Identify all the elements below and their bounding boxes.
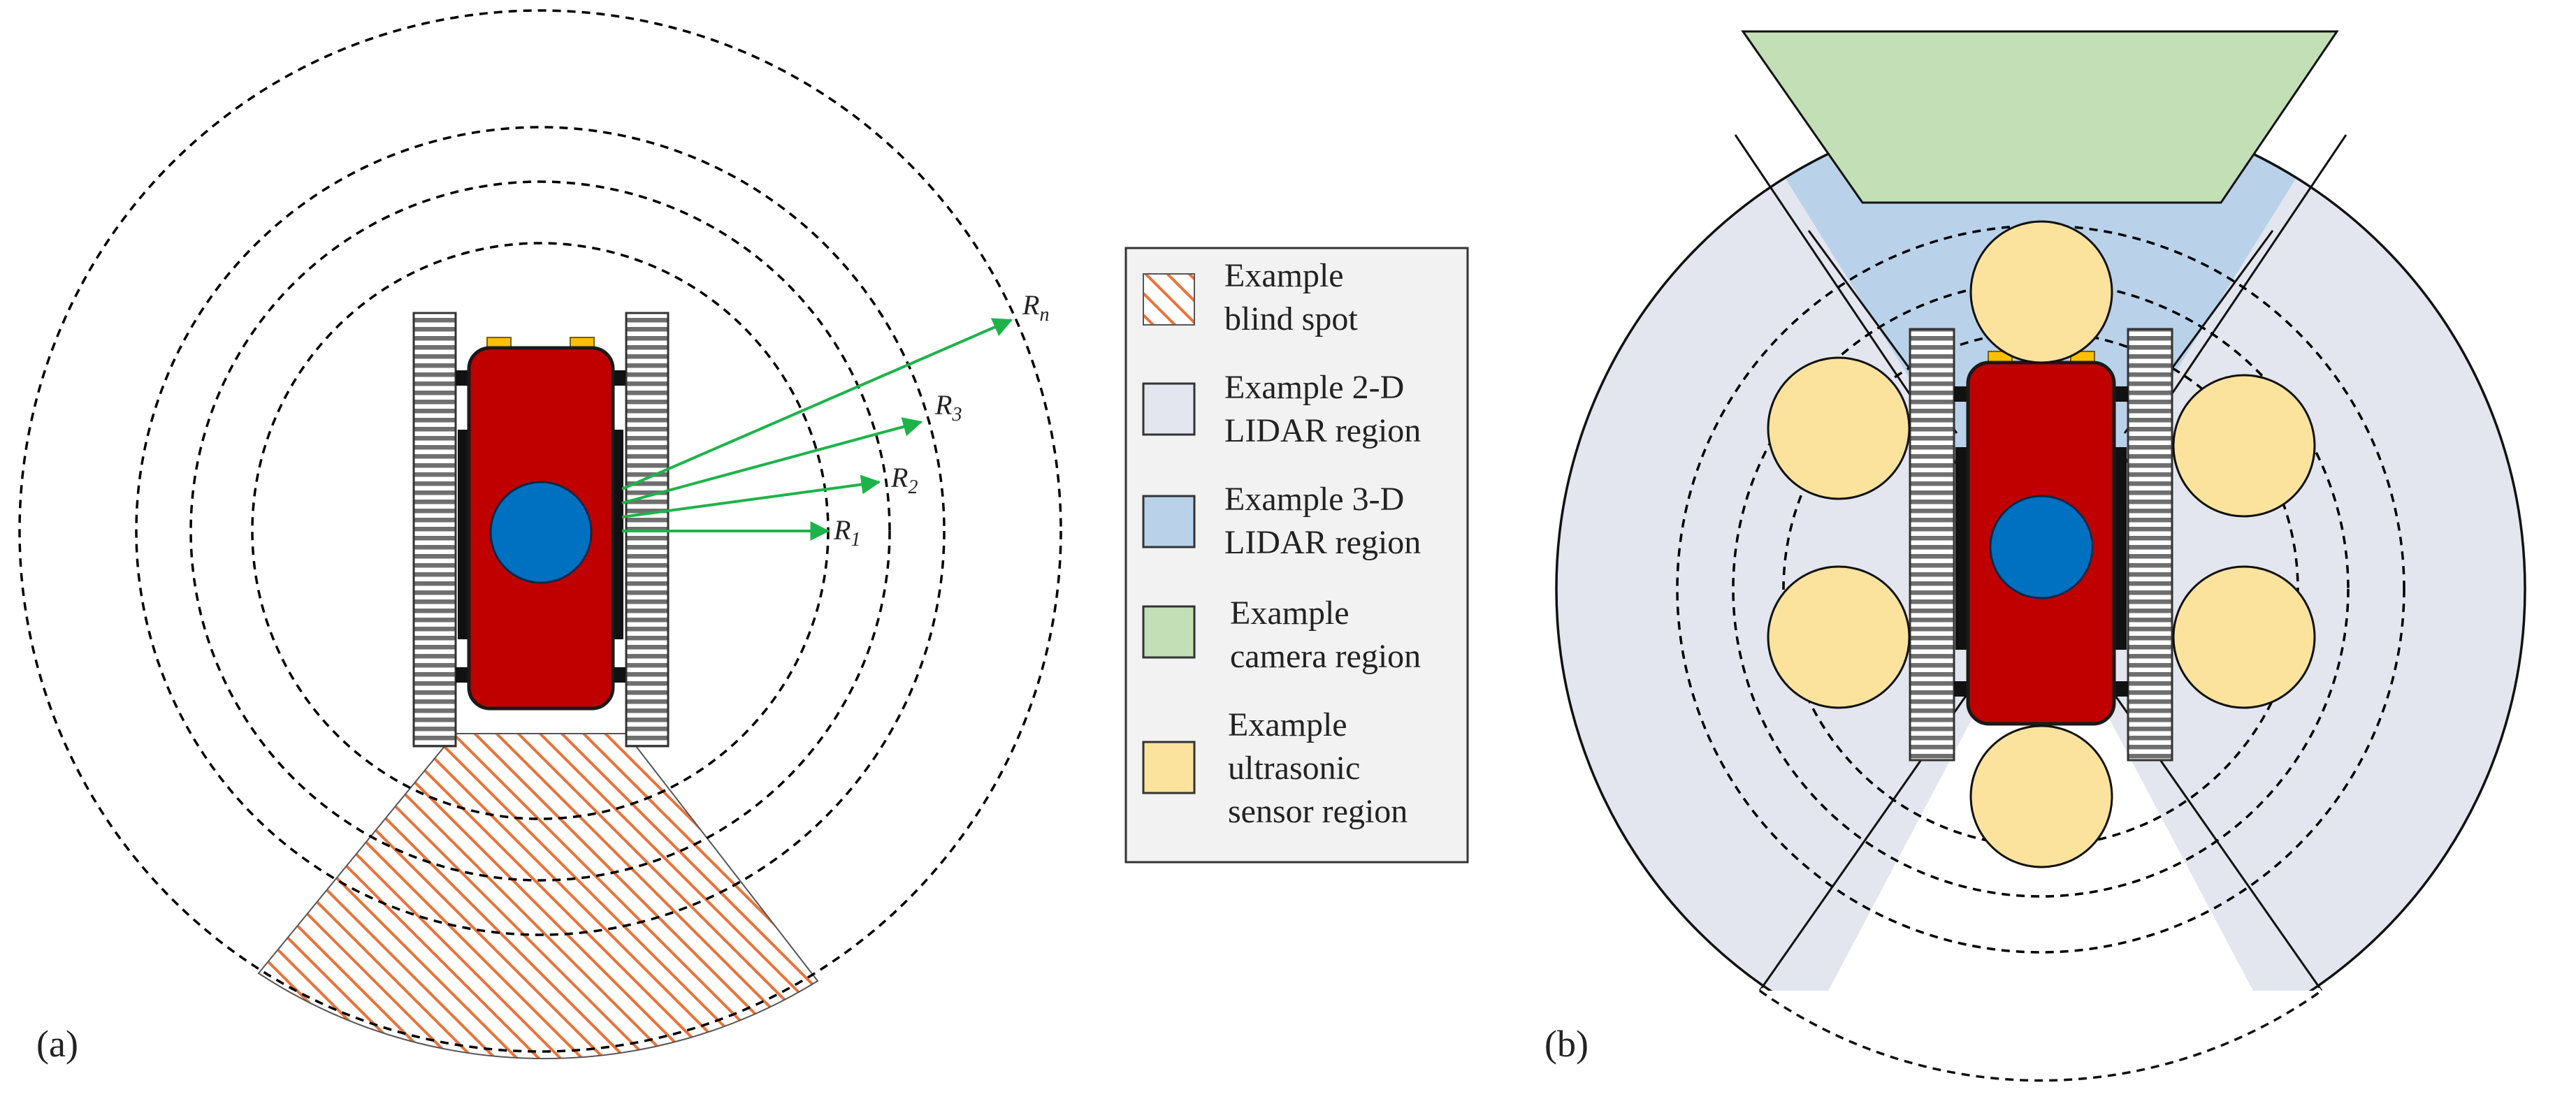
outer-range-dashed-b [1758, 987, 2324, 1084]
ultrasonic-left-upper [1767, 356, 1911, 500]
label-r1: R1 [833, 514, 860, 551]
ultrasonic-right-upper [2172, 374, 2316, 518]
ultrasonic-rear [1969, 725, 2113, 868]
robot-dome-b [1989, 495, 2094, 599]
left-tread [412, 312, 457, 748]
panel-a: R1 R2 R3 Rn (a) [18, 9, 1062, 1065]
label-r2: R2 [890, 462, 918, 498]
range-arrows [621, 318, 1013, 541]
swatch-ultrasonic [1142, 741, 1196, 794]
legend-3d-lidar: Example 3-D LIDAR region [1224, 481, 1421, 561]
ultrasonic-front [1969, 220, 2113, 364]
range-circle-3 [135, 126, 946, 936]
legend-blind-spot: Example blind spot [1224, 257, 1358, 337]
robot-dome [489, 481, 593, 584]
camera-region [1741, 30, 2339, 204]
legend-ultrasonic: Example ultrasonic sensor region [1228, 706, 1408, 830]
robot-b [1909, 328, 2173, 762]
swatch-camera [1142, 605, 1196, 659]
arrow-r3 [621, 417, 923, 504]
legend-2d-lidar: Example 2-D LIDAR region [1224, 369, 1421, 449]
label-rn: Rn [1022, 289, 1049, 326]
ultrasonic-regions [1767, 220, 2316, 868]
arrow-rn [621, 318, 1013, 490]
arrow-r2 [621, 474, 881, 518]
panel-label-a: (a) [36, 1023, 78, 1065]
range-circle-2 [189, 180, 891, 882]
legend-camera: Example camera region [1230, 595, 1421, 675]
range-circle-n [18, 9, 1062, 1053]
ultrasonic-left-lower [1767, 565, 1911, 709]
right-tread-b [2127, 328, 2173, 762]
panel-label-b: (b) [1544, 1023, 1589, 1065]
swatch-2d-lidar [1142, 382, 1196, 436]
label-r3: R3 [934, 389, 962, 425]
panel-b: (b) [1544, 30, 2526, 1084]
legend: Example blind spot Example 2-D LIDAR reg… [1124, 247, 1469, 864]
left-tread-b [1909, 328, 1955, 762]
swatch-3d-lidar [1142, 495, 1196, 548]
ultrasonic-right-lower [2172, 565, 2316, 709]
blind-spot-region [257, 733, 819, 1060]
swatch-blind-spot [1143, 273, 1195, 326]
